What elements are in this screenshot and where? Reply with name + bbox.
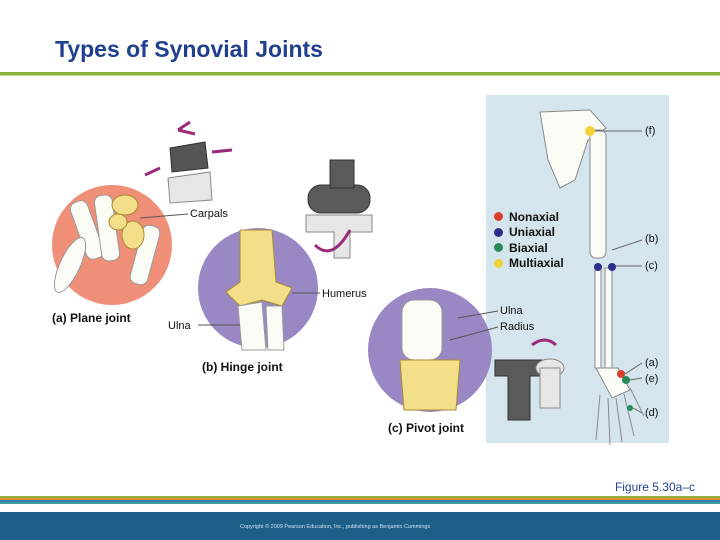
footer-stripes — [0, 496, 720, 504]
marker-d: (d) — [645, 407, 659, 419]
title-underline-light — [0, 75, 720, 76]
uniaxial-dot-icon — [494, 227, 503, 237]
uniaxial-marker — [608, 263, 616, 271]
figure-caption: Figure 5.30a–c — [614, 480, 695, 494]
pivot-joint-caption: (c) Pivot joint — [388, 421, 464, 435]
radius-leader — [449, 326, 499, 341]
title-underline — [0, 72, 720, 75]
joint-markers — [585, 126, 633, 411]
carpals-label: Carpals — [190, 208, 228, 220]
joint-legend: Nonaxial Uniaxial Biaxial Multiaxial — [494, 209, 564, 271]
plane-joint-caption: (a) Plane joint — [52, 311, 131, 325]
plane-joint-model — [144, 120, 233, 204]
nonaxial-marker — [617, 370, 625, 378]
marker-a: (a) — [645, 357, 659, 369]
biaxial-marker — [627, 405, 633, 411]
marker-e: (e) — [645, 373, 659, 385]
uniaxial-marker — [594, 263, 602, 271]
biaxial-marker — [622, 376, 630, 384]
marker-leaders — [595, 130, 643, 414]
carpal-bones — [108, 194, 145, 250]
arm-skeleton — [539, 109, 645, 446]
marker-c: (c) — [645, 260, 658, 272]
humerus-label: Humerus — [322, 288, 367, 300]
legend-item-biaxial: Biaxial — [494, 240, 564, 256]
copyright-text: Copyright © 2009 Pearson Education, Inc.… — [240, 524, 431, 530]
pivot-joint-model — [494, 338, 565, 421]
ulna-label-b: Ulna — [168, 320, 191, 332]
carpals-leader — [139, 213, 189, 219]
slide-title: Types of Synovial Joints — [55, 36, 323, 62]
nonaxial-dot-icon — [494, 212, 503, 222]
marker-b: (b) — [645, 233, 659, 245]
legend-item-multiaxial: Multiaxial — [494, 256, 564, 272]
ulna-leader-c — [457, 310, 499, 319]
multiaxial-dot-icon — [494, 258, 503, 268]
legend-item-nonaxial: Nonaxial — [494, 209, 564, 225]
forearm-bones — [399, 299, 461, 411]
legend-item-uniaxial: Uniaxial — [494, 225, 564, 241]
ulna-label-c: Ulna — [500, 305, 523, 317]
marker-f: (f) — [645, 125, 656, 137]
hinge-joint-caption: (b) Hinge joint — [202, 360, 283, 374]
hinge-joint-model — [305, 159, 373, 259]
biaxial-dot-icon — [494, 243, 503, 253]
multiaxial-marker — [585, 126, 595, 136]
radius-label: Radius — [500, 321, 535, 333]
elbow-bones — [225, 229, 293, 351]
footer-bar — [0, 512, 720, 540]
